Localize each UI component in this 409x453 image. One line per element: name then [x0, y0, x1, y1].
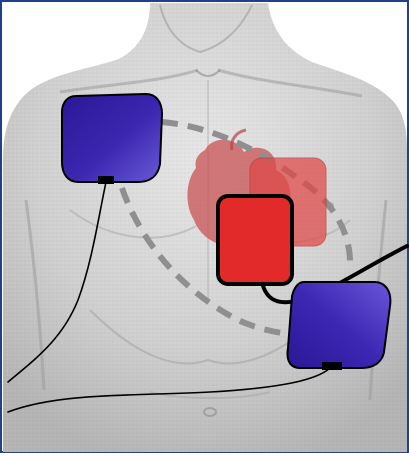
right-upper-chest-pad [62, 94, 162, 184]
upper-pad-connector [98, 176, 114, 184]
anterior-pad [218, 196, 292, 284]
lower-pad-connector [322, 362, 342, 370]
left-lower-chest-pad [288, 282, 391, 370]
